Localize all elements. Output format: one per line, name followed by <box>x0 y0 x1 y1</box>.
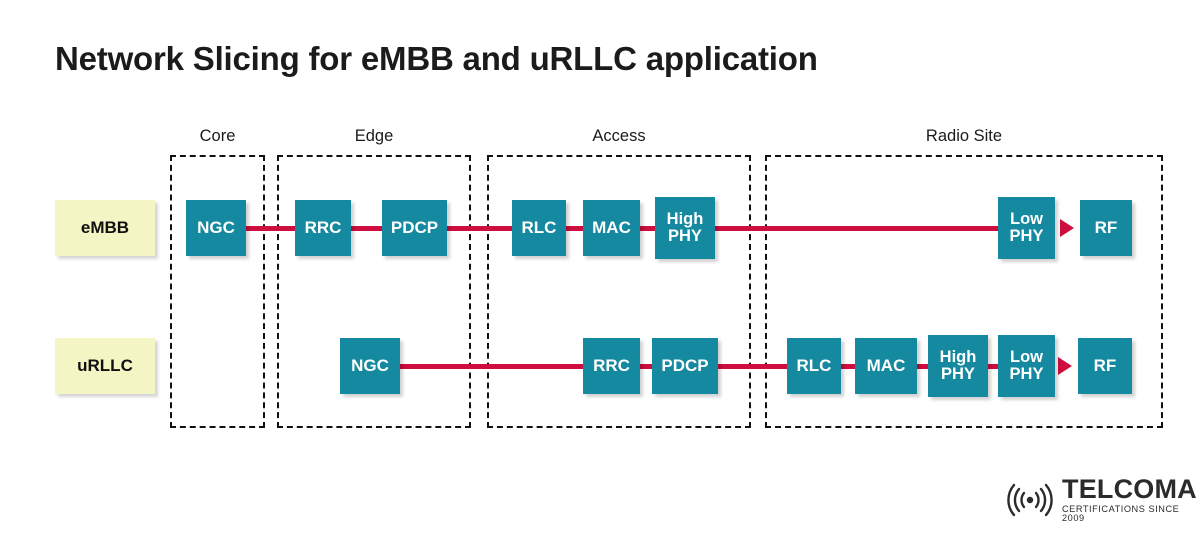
section-box-access <box>487 155 751 428</box>
section-label-core: Core <box>199 127 236 145</box>
arrow-head-embb <box>1060 219 1074 237</box>
link-embb-3 <box>560 226 588 231</box>
link-urllc-1 <box>635 364 657 369</box>
block-embb-mac[interactable]: MAC <box>583 200 640 256</box>
section-box-radio-site <box>765 155 1163 428</box>
wireless-signal-icon <box>1005 483 1055 517</box>
section-box-core <box>170 155 265 428</box>
link-urllc-3 <box>835 364 860 369</box>
arrow-head-urllc <box>1058 357 1072 375</box>
section-label-access: Access <box>592 127 646 145</box>
link-embb-2 <box>442 226 517 231</box>
block-urllc-mac[interactable]: MAC <box>855 338 917 394</box>
block-embb-pdcp[interactable]: PDCP <box>382 200 447 256</box>
logo-tagline: CERTIFICATIONS SINCE 2009 <box>1062 504 1180 524</box>
link-urllc-0 <box>395 364 588 369</box>
link-urllc-2 <box>713 364 792 369</box>
block-urllc-ngc[interactable]: NGC <box>340 338 400 394</box>
section-box-edge <box>277 155 471 428</box>
link-embb-0 <box>240 226 300 231</box>
link-embb-4 <box>635 226 660 231</box>
block-urllc-rrc[interactable]: RRC <box>583 338 640 394</box>
logo-name: TELCOMA <box>1062 474 1197 504</box>
link-urllc-5 <box>983 364 1003 369</box>
block-embb-ngc[interactable]: NGC <box>186 200 246 256</box>
block-embb-rlc[interactable]: RLC <box>512 200 566 256</box>
logo-text: TELCOMA CERTIFICATIONS SINCE 2009 <box>1062 476 1200 523</box>
section-label-edge: Edge <box>354 127 394 145</box>
link-embb-5 <box>710 226 1003 231</box>
block-urllc-rlc[interactable]: RLC <box>787 338 841 394</box>
page-title: Network Slicing for eMBB and uRLLC appli… <box>55 40 818 77</box>
block-urllc-pdcp[interactable]: PDCP <box>652 338 718 394</box>
section-label-radio-site: Radio Site <box>925 127 1003 145</box>
slice-label-urllc: uRLLC <box>55 338 155 394</box>
block-embb-rf[interactable]: RF <box>1080 200 1132 256</box>
slice-label-embb: eMBB <box>55 200 155 256</box>
link-embb-1 <box>346 226 387 231</box>
link-urllc-4 <box>912 364 933 369</box>
block-urllc-rf[interactable]: RF <box>1078 338 1132 394</box>
telcoma-logo: TELCOMA CERTIFICATIONS SINCE 2009 <box>1005 476 1200 523</box>
block-embb-rrc[interactable]: RRC <box>295 200 351 256</box>
